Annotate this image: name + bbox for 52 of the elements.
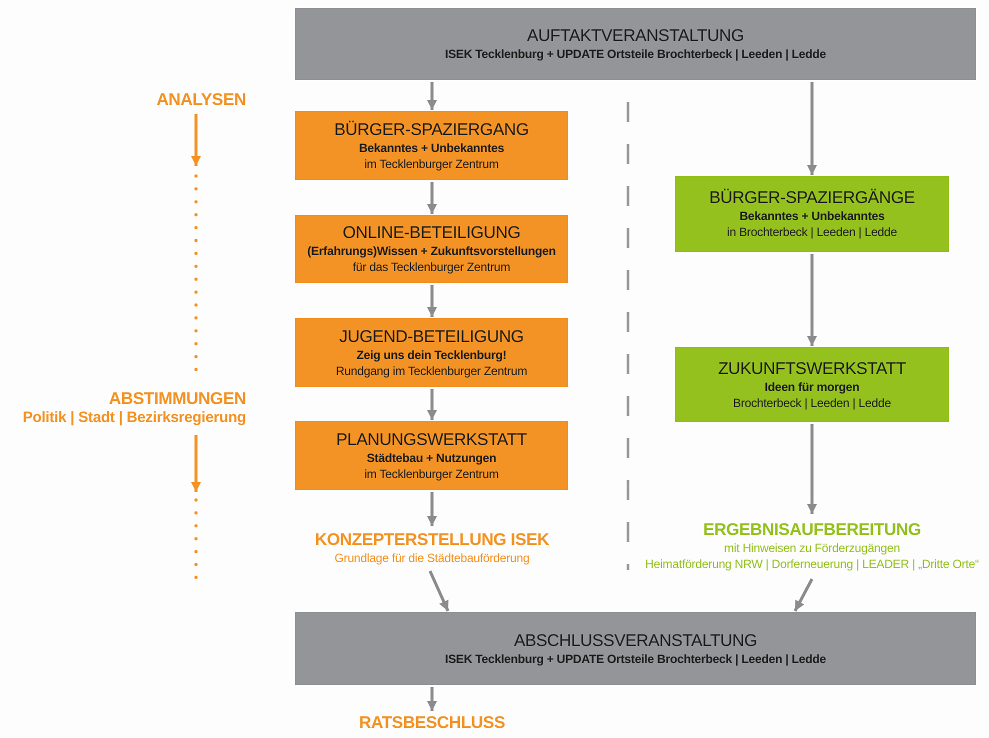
node-subtitle: Bekanntes + Unbekanntes: [358, 140, 504, 156]
stage-note: Grundlage für die Städtebauförderung: [334, 550, 530, 566]
arrow: [426, 182, 438, 214]
arrow: [794, 578, 814, 612]
stage-heading: ABSTIMMUNGEN: [108, 389, 246, 409]
arrow: [806, 254, 818, 346]
stage-heading: ERGEBNISAUFBEREITUNG: [703, 520, 921, 540]
node-note: Brochterbeck | Leeden | Ledde: [733, 394, 891, 410]
node-title: ZUKUNFTSWERKSTATT: [718, 358, 906, 378]
node-subtitle: ISEK Tecklenburg + UPDATE Ortsteile Brochterbeck | Leeden | Ledde: [444, 46, 826, 62]
stage-note: Politik | Stadt | Bezirksregierung: [22, 409, 246, 427]
arrow: [190, 114, 202, 166]
arrow: [806, 82, 818, 175]
event-box: [295, 612, 976, 685]
node-subtitle: Zeig uns dein Tecklenburg!: [356, 346, 506, 362]
node-subtitle: Städtebau + Nutzungen: [366, 450, 496, 466]
stage-note: mit Hinweisen zu Förderzugängen: [724, 540, 900, 556]
stage-heading: ANALYSEN: [156, 90, 246, 110]
node-note: für das Tecklenburger Zentrum: [352, 259, 510, 275]
stage-heading: KONZEPTERSTELLUNG ISEK: [314, 530, 550, 550]
node-title: BÜRGER-SPAZIERGANG: [334, 120, 529, 140]
arrow: [426, 82, 438, 110]
node-note: in Brochterbeck | Leeden | Ledde: [727, 224, 897, 240]
arrow: [806, 424, 818, 514]
node-title: JUGEND-BETEILIGUNG: [339, 326, 524, 346]
node-note: im Tecklenburger Zentrum: [364, 156, 499, 172]
node-title: AUFTAKTVERANSTALTUNG: [527, 26, 744, 46]
stage-note: Heimatförderung NRW | Dorferneuerung | LEADER | „Dritte Orte“: [645, 556, 979, 572]
node-subtitle: Ideen für morgen: [764, 378, 860, 394]
arrow: [426, 285, 438, 317]
arrow: [426, 687, 438, 711]
arrow: [190, 435, 202, 492]
arrow: [426, 492, 438, 526]
event-box: [295, 8, 976, 80]
arrow: [426, 389, 438, 420]
node-subtitle: Bekanntes + Unbekanntes: [739, 208, 885, 224]
step-box: [295, 111, 568, 180]
node-title: PLANUNGSWERKSTATT: [336, 430, 527, 450]
step-box: [675, 176, 949, 252]
node-subtitle: (Erfahrungs)Wissen + Zukunftsvorstellungen: [307, 243, 556, 259]
arrow: [428, 570, 450, 612]
step-box: [295, 318, 568, 387]
node-note: Rundgang im Tecklenburger Zentrum: [336, 362, 528, 378]
step-box: [295, 421, 568, 490]
node-title: ONLINE-BETEILIGUNG: [342, 223, 520, 243]
node-subtitle: ISEK Tecklenburg + UPDATE Ortsteile Brochterbeck | Leeden | Ledde: [444, 650, 826, 666]
step-box: [295, 215, 568, 283]
step-box: [675, 347, 949, 422]
stage-heading: RATSBESCHLUSS: [359, 713, 505, 733]
node-title: ABSCHLUSSVERANSTALTUNG: [514, 630, 758, 650]
node-title: BÜRGER-SPAZIERGÄNGE: [709, 188, 915, 208]
node-note: im Tecklenburger Zentrum: [364, 466, 499, 482]
